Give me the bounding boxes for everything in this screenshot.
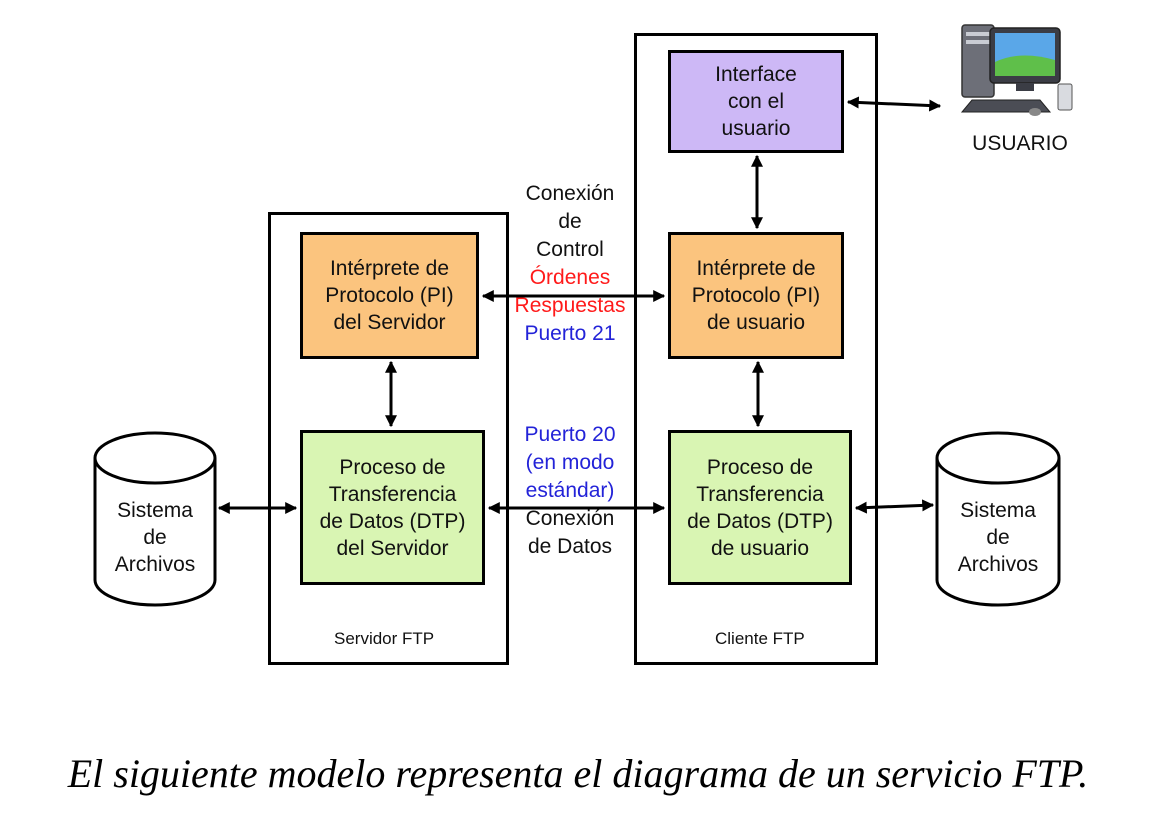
ui-user-arrow <box>846 96 942 112</box>
client-dtp-line: Proceso de <box>706 455 814 479</box>
control-connection-line: Conexión <box>525 182 615 205</box>
server-dtp-line: de Datos (DTP) <box>319 509 466 533</box>
client-fs-line: Archivos <box>957 553 1039 576</box>
client-ftp-label: Cliente FTP <box>715 629 805 648</box>
server-fs-line: Sistema <box>117 499 193 522</box>
user-label: USUARIO <box>972 132 1068 155</box>
orders-label: Órdenes <box>529 266 611 289</box>
control-connection-line: de <box>558 210 582 233</box>
client-dtp-line: de usuario <box>710 536 810 560</box>
server-dtp-line: del Servidor <box>336 536 449 560</box>
client-dtp-box: Proceso de Transferencia de Datos (DTP) … <box>668 430 852 585</box>
data-connection-label: Puerto 20 (en modo estándar) Conexión de… <box>500 421 640 561</box>
client-ui-line: Interface <box>715 63 797 86</box>
server-pi-box: Intérprete de Protocolo (PI) del Servido… <box>300 232 479 359</box>
client-pi-line: Intérprete de <box>696 257 816 280</box>
client-ui-line: con el <box>727 90 785 113</box>
caption: El siguiente modelo representa el diagra… <box>67 751 1089 796</box>
client-pi-line: de usuario <box>706 311 806 334</box>
client-ftp-frame <box>634 33 878 665</box>
server-fs-line: de <box>143 526 167 549</box>
port-20-line: Puerto 20 <box>524 423 616 446</box>
port-20-line: (en modo <box>525 451 615 474</box>
server-dtp-line: Proceso de <box>339 455 446 479</box>
client-ui-line: usuario <box>721 117 791 140</box>
client-dtp-line: de Datos (DTP) <box>687 509 833 533</box>
client-dtp-fs-arrow <box>854 499 935 514</box>
data-connection-line: de Datos <box>527 535 613 558</box>
server-ftp-label: Servidor FTP <box>334 629 435 648</box>
control-connection-line: Control <box>536 238 604 261</box>
port-21-label: Puerto 21 <box>524 322 616 345</box>
client-dtp-line: Transferencia <box>696 482 824 506</box>
desktop-computer-icon <box>960 24 1073 116</box>
server-dtp-box: Proceso de Transferencia de Datos (DTP) … <box>300 430 485 585</box>
client-fs-line: de <box>986 526 1010 549</box>
server-file-system-label: Sistema de Archivos <box>95 497 215 578</box>
server-pi-line: Intérprete de <box>329 257 450 280</box>
server-pi-line: Protocolo (PI) <box>325 284 454 307</box>
client-user-interface-box: Interface con el usuario <box>668 50 844 153</box>
client-file-system-label: Sistema de Archivos <box>937 497 1059 578</box>
server-dtp-line: Transferencia <box>328 482 457 506</box>
server-fs-line: Archivos <box>114 553 196 576</box>
client-file-system-cylinder <box>935 431 1061 607</box>
port-20-line: estándar) <box>525 479 615 502</box>
server-pi-line: del Servidor <box>333 311 446 334</box>
server-ftp-frame <box>268 212 509 665</box>
client-pi-box: Intérprete de Protocolo (PI) de usuario <box>668 232 844 359</box>
server-file-system-cylinder <box>93 431 217 607</box>
client-pi-line: Protocolo (PI) <box>691 284 821 307</box>
client-fs-line: Sistema <box>960 499 1036 522</box>
